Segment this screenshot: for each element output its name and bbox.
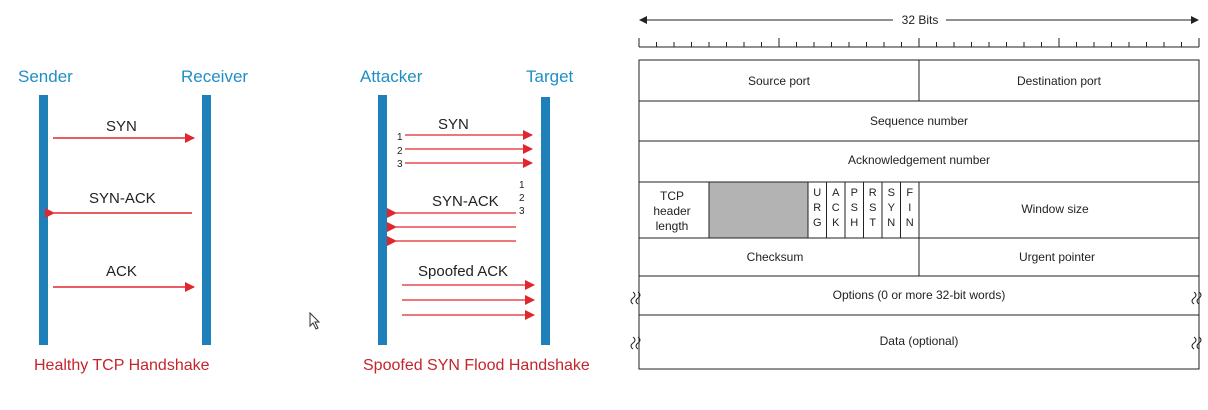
flag-letter: U	[813, 187, 821, 199]
flag-letter: C	[832, 202, 840, 214]
field-sequence-number: Sequence number	[870, 114, 968, 128]
flag-letter: P	[851, 187, 858, 199]
attacker-lifeline	[378, 95, 387, 345]
field-options: Options (0 or more 32-bit words)	[833, 288, 1006, 302]
flood-synack-label: SYN-ACK	[432, 193, 499, 210]
field-data: Data (optional)	[880, 334, 959, 348]
receiver-label: Receiver	[181, 67, 248, 86]
flag-letter: H	[850, 217, 858, 229]
flood-right-num-1: 1	[519, 180, 525, 191]
flag-letter: S	[851, 202, 858, 214]
field-ack-number: Acknowledgement number	[848, 153, 990, 167]
flag-cell	[900, 181, 920, 239]
flood-ack-label: Spoofed ACK	[418, 263, 508, 280]
flag-letter: K	[832, 217, 840, 229]
healthy-caption: Healthy TCP Handshake	[34, 357, 210, 374]
flag-letter: I	[908, 202, 911, 214]
bit-ruler-ticks	[638, 38, 1200, 47]
flag-letter: A	[832, 187, 840, 199]
flood-handshake: Attacker Target SYN 1 2 3 1 2 3 SYN-ACK …	[360, 67, 590, 374]
flood-left-num-3: 3	[397, 159, 403, 170]
field-header-length-2: header	[653, 204, 690, 218]
flood-caption: Spoofed SYN Flood Handshake	[363, 357, 590, 374]
flag-letter: Y	[888, 202, 896, 214]
field-checksum: Checksum	[747, 250, 804, 264]
field-source-port: Source port	[748, 74, 811, 88]
flood-left-num-1: 1	[397, 132, 403, 143]
field-urgent-pointer: Urgent pointer	[1019, 250, 1095, 264]
healthy-syn-label: SYN	[106, 118, 137, 135]
target-lifeline	[541, 97, 550, 345]
break-marks	[630, 291, 1202, 350]
field-window-size: Window size	[1021, 202, 1089, 216]
healthy-ack-label: ACK	[106, 263, 137, 280]
healthy-synack-label: SYN-ACK	[89, 190, 156, 207]
receiver-lifeline	[202, 95, 211, 345]
flag-letter: S	[869, 202, 876, 214]
flag-letter: F	[906, 187, 913, 199]
sender-label: Sender	[18, 67, 73, 86]
flood-right-num-3: 3	[519, 206, 525, 217]
attacker-label: Attacker	[360, 67, 423, 86]
target-label: Target	[526, 67, 574, 86]
healthy-handshake: Sender Receiver SYN SYN-ACK ACK Healthy …	[18, 67, 248, 374]
flag-letter: T	[869, 217, 876, 229]
mouse-cursor-icon	[309, 311, 321, 330]
bits-width-label: 32 Bits	[902, 13, 939, 27]
flag-letter: S	[888, 187, 895, 199]
flag-letter: R	[813, 202, 821, 214]
flood-right-num-2: 2	[519, 193, 525, 204]
field-header-length-1: TCP	[660, 189, 684, 203]
field-destination-port: Destination port	[1017, 74, 1102, 88]
flag-letter: N	[906, 217, 914, 229]
flag-letter: N	[887, 217, 895, 229]
reserved-bits	[708, 181, 809, 239]
flag-letter: G	[813, 217, 822, 229]
flag-letter: R	[869, 187, 877, 199]
flood-syn-label: SYN	[438, 116, 469, 133]
field-header-length-3: length	[656, 219, 689, 233]
sender-lifeline	[39, 95, 48, 345]
flood-left-num-2: 2	[397, 146, 403, 157]
